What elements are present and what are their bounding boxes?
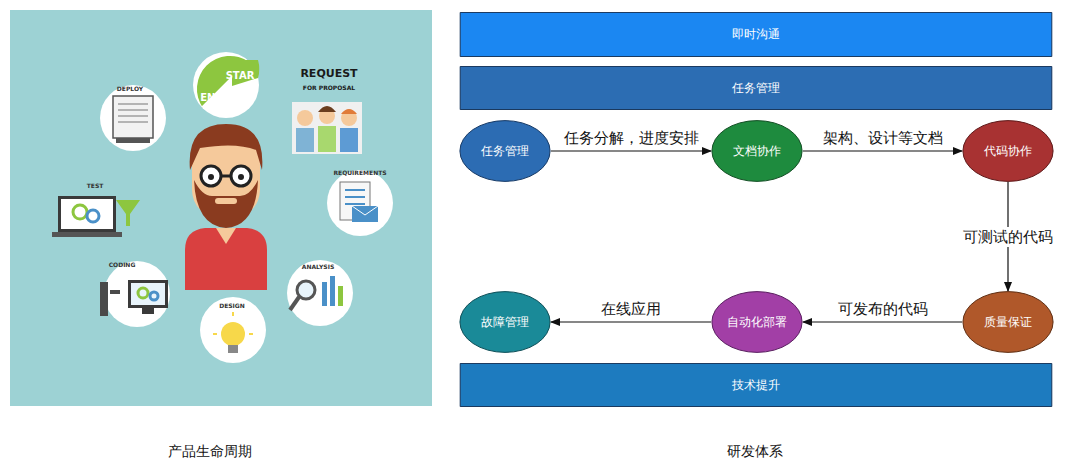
flow-arrow <box>803 321 962 322</box>
stage-label: END <box>200 92 224 103</box>
stage-label: CODING <box>109 262 136 269</box>
process-ellipse: 代码协作 <box>962 120 1054 182</box>
node-label: 故障管理 <box>481 314 529 331</box>
process-ellipse: 自动化部署 <box>711 291 803 353</box>
illustration-ground <box>10 10 432 406</box>
process-ellipse: 任务管理 <box>459 120 551 182</box>
node-label: 技术提升 <box>732 377 780 394</box>
stage-label: REQUIREMENTS <box>333 170 386 177</box>
caption-text: 产品生命周期 <box>168 444 252 459</box>
stage-label: STAR <box>226 70 255 81</box>
channel-band: 即时沟通 <box>459 12 1053 57</box>
stage-label: REQUEST <box>300 68 357 80</box>
node-label: 任务管理 <box>481 143 529 160</box>
channel-band: 技术提升 <box>459 363 1053 407</box>
rfp-people <box>292 102 362 154</box>
stage-label: TEST <box>87 183 104 190</box>
edge-label: 架构、设计等文档 <box>820 129 946 147</box>
stage-label: DESIGN <box>219 303 245 310</box>
process-ellipse: 质量保证 <box>962 291 1054 353</box>
edge-label: 可测试的代码 <box>961 227 1055 247</box>
node-label: 质量保证 <box>984 314 1032 331</box>
node-label: 任务管理 <box>732 80 780 97</box>
node-label: 自动化部署 <box>727 314 787 331</box>
process-ellipse: 故障管理 <box>459 291 551 353</box>
stage-circles <box>52 52 393 363</box>
flow-arrow <box>551 150 711 151</box>
edge-label: 可发布的代码 <box>838 300 928 318</box>
stage-label: ANALYSIS <box>302 264 334 271</box>
caption-text: 研发体系 <box>727 444 783 459</box>
node-label: 代码协作 <box>984 143 1032 160</box>
node-label: 文档协作 <box>733 143 781 160</box>
flow-arrow <box>803 150 962 151</box>
stage-label: DEPLOY <box>117 86 143 93</box>
flow-arrow <box>551 321 711 322</box>
edge-label: 在线应用 <box>601 300 661 318</box>
stage-label: FOR PROPOSAL <box>303 85 355 92</box>
developer-figure <box>185 124 267 290</box>
process-ellipse: 文档协作 <box>711 120 803 182</box>
edge-label: 任务分解，进度安排 <box>564 129 699 147</box>
node-label: 即时沟通 <box>732 26 780 43</box>
channel-band: 任务管理 <box>459 66 1053 110</box>
